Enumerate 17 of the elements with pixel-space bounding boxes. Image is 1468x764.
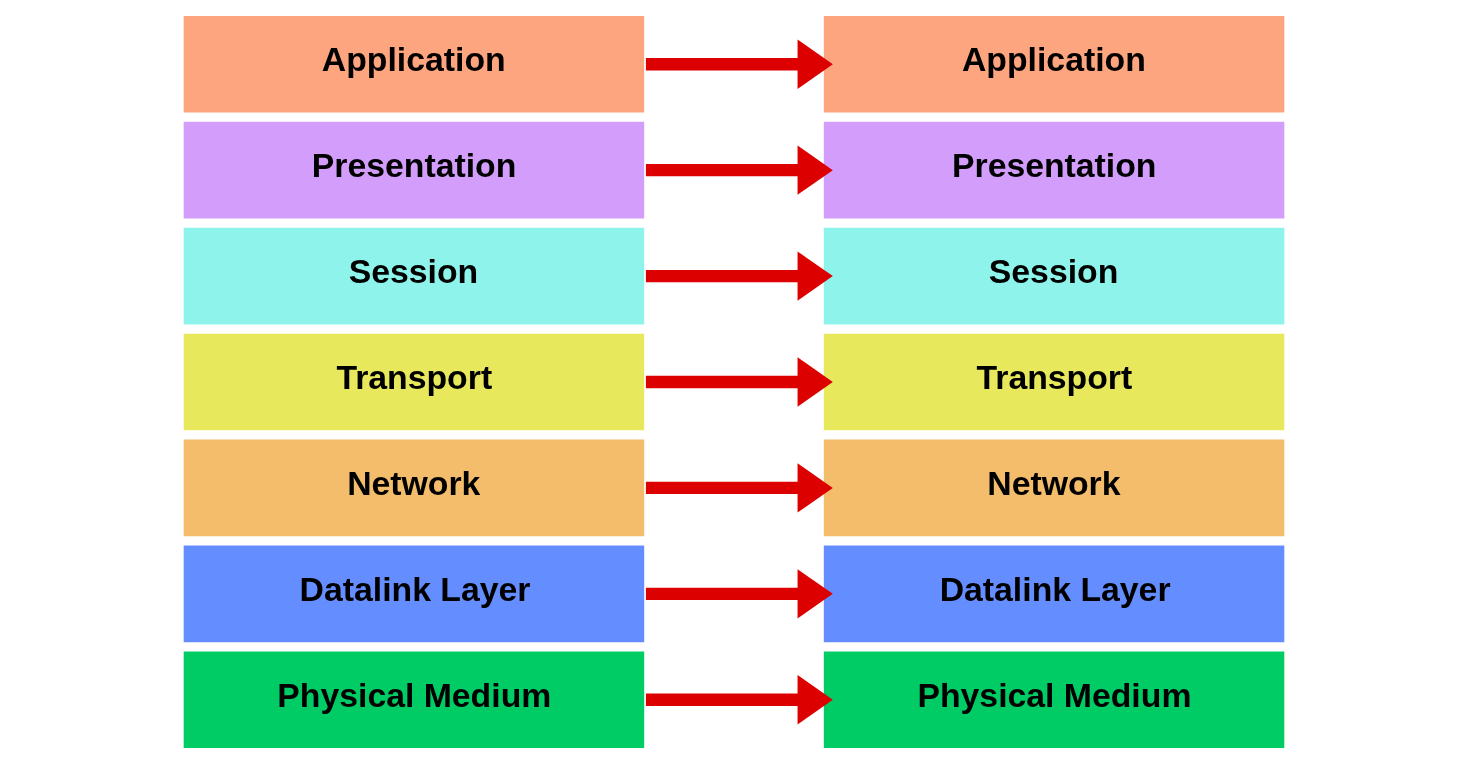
- node-box: Transport: [820, 330, 1288, 434]
- node-box: Datalink Layer: [820, 542, 1288, 646]
- arrow: [645, 251, 833, 301]
- arrow: [645, 675, 833, 725]
- node-box: Presentation: [820, 118, 1288, 222]
- arrow: [645, 463, 833, 513]
- node-box: Network: [820, 436, 1288, 540]
- arrow: [645, 145, 833, 195]
- node-box: Datalink Layer: [180, 542, 648, 646]
- node-box: Transport: [180, 330, 648, 434]
- node-box: Network: [180, 436, 648, 540]
- node-box: Session: [180, 224, 648, 328]
- node-box: Session: [820, 224, 1288, 328]
- arrow: [645, 39, 833, 89]
- arrow: [645, 569, 833, 619]
- arrow: [645, 357, 833, 407]
- node-box: Presentation: [180, 118, 648, 222]
